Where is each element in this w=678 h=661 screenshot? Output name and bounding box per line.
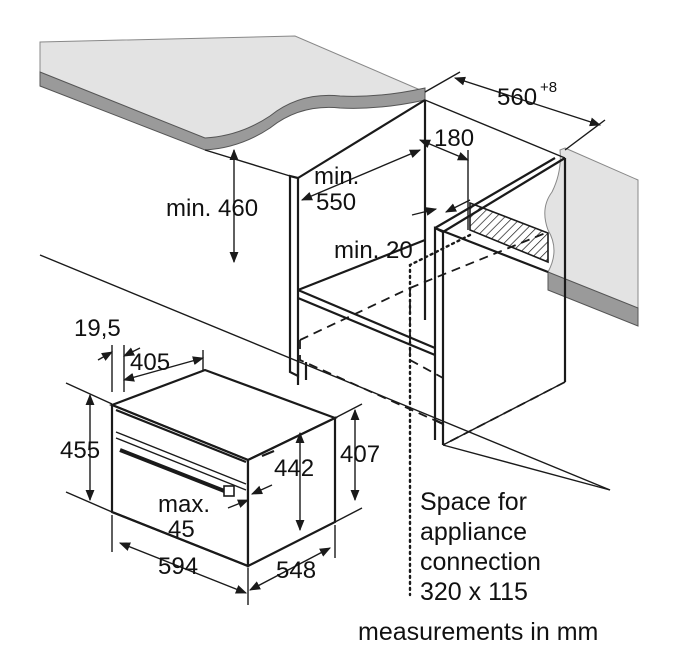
dimension-lines — [65, 71, 606, 605]
label-min-gap: min. 20 — [334, 237, 413, 264]
label-min-width-2: 550 — [316, 189, 356, 216]
countertop-right — [544, 147, 639, 327]
connection-note-line2: appliance — [420, 518, 527, 546]
connection-note-line4: 320 x 115 — [420, 578, 528, 606]
countertop-left — [39, 35, 427, 151]
oven-appliance — [108, 368, 338, 568]
label-oven-depth: 548 — [276, 557, 316, 584]
label-niche-depth: 560 — [497, 84, 537, 111]
label-min-height: min. 460 — [166, 195, 258, 222]
label-min-width-1: min. — [314, 163, 359, 190]
label-oven-height: 455 — [60, 437, 100, 464]
label-vent-offset: 180 — [434, 125, 474, 152]
label-side-height: 407 — [340, 441, 380, 468]
label-handle-max-2: 45 — [168, 516, 195, 543]
label-front-offset: 19,5 — [74, 315, 121, 342]
cabinet-structure — [39, 99, 611, 597]
units-note: measurements in mm — [358, 618, 598, 646]
label-handle-max-1: max. — [158, 491, 210, 518]
label-oven-width: 594 — [158, 553, 198, 580]
dimension-labels: 560 +8 180 min. 460 min. 550 min. 20 19,… — [60, 79, 557, 584]
connection-note: Space for appliance connection 320 x 115 — [420, 488, 541, 606]
label-top-depth: 405 — [130, 349, 170, 376]
label-niche-depth-tolerance: +8 — [540, 79, 557, 96]
connection-note-line3: connection — [420, 548, 541, 576]
connection-note-line1: Space for — [420, 488, 527, 516]
label-inner-height: 442 — [274, 455, 314, 482]
